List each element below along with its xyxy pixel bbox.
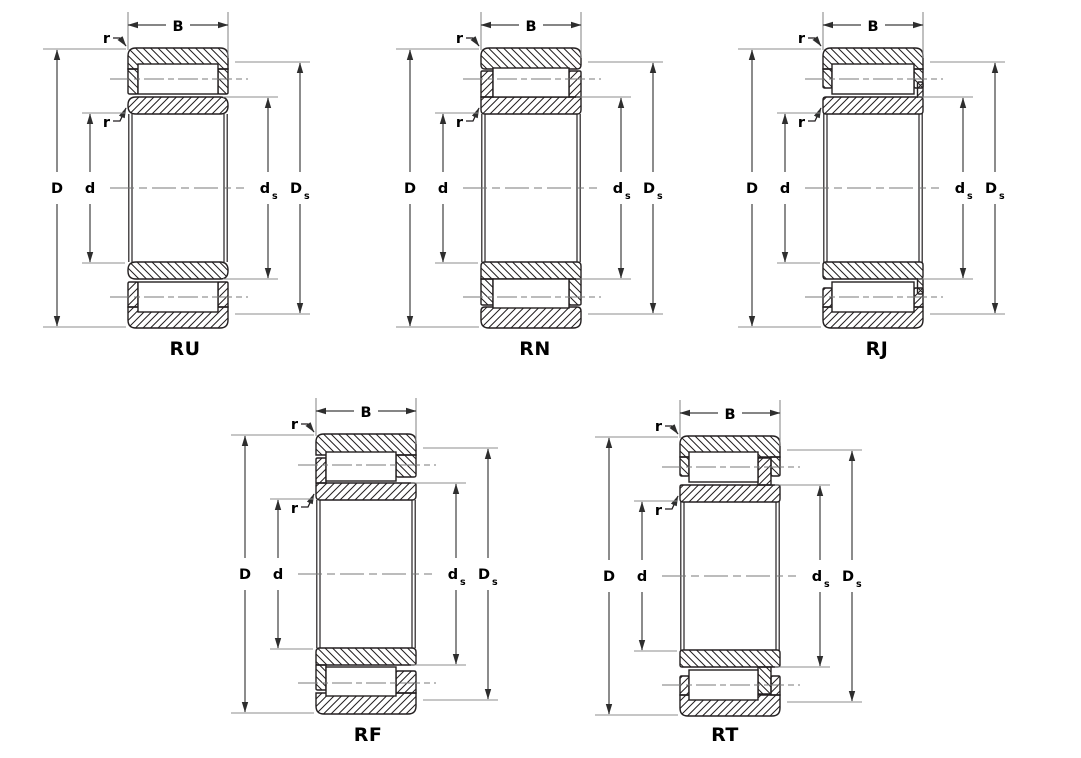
inner-ring-section [822,96,924,115]
dim-label-B: B [172,19,183,35]
dim-label-r-outer: r [798,31,806,47]
dim-label-Ds: D [290,181,302,197]
dim-label-d: d [780,181,790,197]
bearing-upper-half [662,435,800,577]
r-leader-arrow [808,36,822,47]
dim-label-Ds: D [643,181,655,197]
inner-ring-section [127,96,229,115]
loose-rib [757,457,772,486]
dim-label-Ds-sub: s [304,191,310,202]
bearing-upper-half [110,47,248,189]
inner-ring-section [679,484,781,503]
inner-ring-section [315,482,417,501]
dim-label-r-inner: r [103,115,111,131]
diagram-label-rj: RJ [865,338,889,360]
bearing-lower-half [804,186,944,329]
dim-label-r-outer: r [655,419,663,435]
outer-ring-section [480,47,582,70]
r-leader-arrow [113,36,127,47]
dim-label-B: B [360,405,371,421]
dim-label-r-inner: r [798,115,806,131]
bearing-upper-half [805,47,943,189]
diagram-label-rt: RT [711,724,739,746]
dim-label-ds: d [955,181,965,197]
roller [492,67,570,98]
dim-label-r-inner: r [456,115,464,131]
r-leader-arrow [466,36,480,47]
dim-label-Ds-sub: s [999,191,1005,202]
dim-label-B: B [525,19,536,35]
dim-label-ds-sub: s [967,191,973,202]
r-leader-arrow [301,422,315,433]
bearing-upper-half [298,433,436,575]
inner-ring-rib [916,81,924,98]
diagram-label-rf: RF [353,724,383,746]
r-leader-arrow [113,107,127,122]
r-leader-arrow [466,107,480,122]
dim-label-r-outer: r [103,31,111,47]
bearing-lower-half [462,186,602,329]
dim-label-ds: d [613,181,623,197]
dim-label-Ds: D [985,181,997,197]
dim-label-D: D [603,569,615,585]
dim-label-ds: d [812,569,822,585]
r-leader-arrow [808,107,822,122]
inner-ring-rib [315,457,327,484]
diagram-label-ru: RU [169,338,201,360]
dim-label-r-inner: r [655,503,663,519]
dim-label-d: d [85,181,95,197]
dim-label-Ds-sub: s [856,579,862,590]
dim-label-ds: d [260,181,270,197]
dim-label-Ds: D [842,569,854,585]
dim-label-D: D [404,181,416,197]
dim-label-D: D [239,567,251,583]
dim-label-D: D [746,181,758,197]
dim-label-r-inner: r [291,501,299,517]
outer-ring-rib [127,68,139,95]
dim-label-Ds: D [478,567,490,583]
inner-ring-rib [568,70,582,98]
dim-label-B: B [724,407,735,423]
dim-label-d: d [273,567,283,583]
bearing-lower-half [109,186,249,329]
r-leader-arrow [665,424,679,435]
dim-label-d: d [438,181,448,197]
outer-ring-rib [217,68,229,95]
dim-label-ds-sub: s [625,191,631,202]
diagram-label-rn: RN [519,338,551,360]
dim-label-ds: d [448,567,458,583]
bearing-lower-half [297,572,437,715]
dim-label-B: B [867,19,878,35]
inner-ring-section [480,96,582,115]
r-leader-arrow [301,493,315,508]
dim-label-r-outer: r [291,417,299,433]
outer-ring-rib [395,454,417,478]
dim-label-Ds-sub: s [492,577,498,588]
roller [325,451,397,482]
r-leader-arrow [665,495,679,510]
bearing-upper-half [463,47,601,189]
dim-label-d: d [637,569,647,585]
dim-label-ds-sub: s [824,579,830,590]
dim-label-ds-sub: s [460,577,466,588]
inner-ring-rib [480,70,494,98]
dim-label-r-outer: r [456,31,464,47]
bearing-lower-half [661,574,801,717]
dim-label-Ds-sub: s [657,191,663,202]
dim-label-ds-sub: s [272,191,278,202]
dim-label-D: D [51,181,63,197]
